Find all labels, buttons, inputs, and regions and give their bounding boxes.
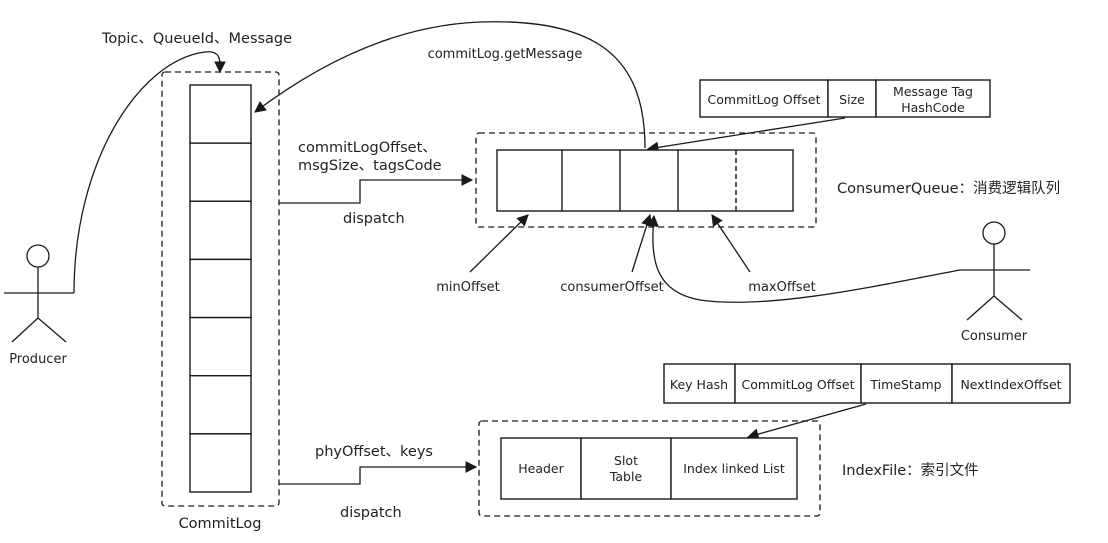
consumer-actor: Consumer (960, 221, 1030, 344)
commitlog-slot (189, 316, 252, 377)
index-part-label-2: Index linked List (683, 461, 785, 476)
consumer-left-leg (966, 295, 995, 321)
index-field-key-hash (663, 363, 736, 404)
commitlog-slot (189, 258, 252, 319)
commitlog-container (161, 71, 280, 507)
index-part-linked-list (670, 437, 798, 500)
max-offset-label: maxOffset (748, 280, 815, 295)
producer-left-leg (11, 317, 39, 343)
indexfile-container (478, 420, 821, 517)
min-offset-arrow (469, 214, 529, 273)
indexfile-title: IndexFile：索引文件 (842, 462, 979, 479)
max-offset-arrow (711, 214, 751, 273)
commitlog-slots (189, 84, 252, 493)
commitlog-slot (189, 84, 252, 144)
dispatch-consumequeue-arrow (279, 174, 474, 204)
cq-entry-pointer-arrow (646, 117, 846, 154)
producer-right-leg (37, 317, 67, 343)
consumequeue-container (475, 132, 817, 228)
consumequeue: ConsumerQueue：消费逻辑队列 (475, 132, 1060, 228)
index-part-header (500, 437, 582, 500)
get-message-label: commitLog.getMessage (428, 47, 583, 62)
consumequeue-slots-frame (496, 149, 794, 212)
cq-field-size (827, 79, 877, 118)
dispatch-indexfile-arrow (279, 461, 478, 485)
cq-field-label-0: CommitLog Offset (708, 92, 821, 107)
consumequeue-entry-format: CommitLog Offset Size Message Tag HashCo… (699, 79, 991, 118)
commitlog: CommitLog (161, 71, 280, 532)
get-message-arrow (254, 21, 646, 149)
consumer-offset-label: consumerOffset (560, 280, 663, 295)
commitlog-slot (189, 142, 252, 202)
commitlog-slot (189, 375, 252, 435)
cq-field-label-1: Size (839, 92, 865, 107)
consumer-pull-arrow (647, 214, 961, 303)
index-part-label-1a: Slot (614, 453, 638, 468)
producer-head (26, 244, 50, 268)
indexfile: Header Slot Table Index linked List Inde… (478, 420, 979, 517)
index-fields-label: phyOffset、keys (315, 444, 433, 460)
cq-field-tag-hashcode (875, 79, 991, 118)
consumequeue-title: ConsumerQueue：消费逻辑队列 (837, 180, 1060, 197)
commitlog-slot (189, 200, 252, 261)
dispatch-top-label: dispatch (343, 211, 405, 227)
index-field-label-0: Key Hash (670, 377, 728, 392)
producer-actor: Producer (4, 244, 74, 367)
index-part-slot-table (580, 437, 672, 500)
index-field-label-2: TimeStamp (869, 377, 941, 392)
index-field-label-3: NextIndexOffset (960, 377, 1061, 392)
producer-write-arrow (73, 51, 226, 294)
index-field-timestamp (860, 363, 953, 404)
index-part-label-0: Header (518, 461, 564, 476)
consumer-head (982, 221, 1006, 245)
commitlog-slot (189, 433, 252, 493)
consumequeue-fields-line2: msgSize、tagsCode (298, 158, 442, 174)
consumer-right-leg (993, 295, 1023, 321)
indexfile-entry-format: Key Hash CommitLog Offset TimeStamp Next… (663, 363, 1071, 404)
consumer-label: Consumer (961, 329, 1028, 344)
index-field-next-index-offset (951, 363, 1071, 404)
topic-queue-message-label: Topic、QueueId、Message (101, 31, 292, 47)
commitlog-label: CommitLog (179, 516, 262, 532)
cq-field-label-2b: HashCode (901, 100, 965, 115)
dispatch-bottom-label: dispatch (340, 505, 402, 521)
consumequeue-fields-line1: commitLogOffset、 (298, 140, 437, 156)
index-field-commitlog-offset (734, 363, 862, 404)
producer-label: Producer (9, 352, 67, 367)
cq-field-label-2a: Message Tag (893, 84, 973, 99)
cq-field-commitlog-offset (699, 79, 829, 118)
index-field-label-1: CommitLog Offset (742, 377, 855, 392)
min-offset-label: minOffset (436, 280, 500, 295)
index-part-label-1b: Table (609, 469, 643, 484)
consumer-offset-arrow (631, 213, 653, 273)
